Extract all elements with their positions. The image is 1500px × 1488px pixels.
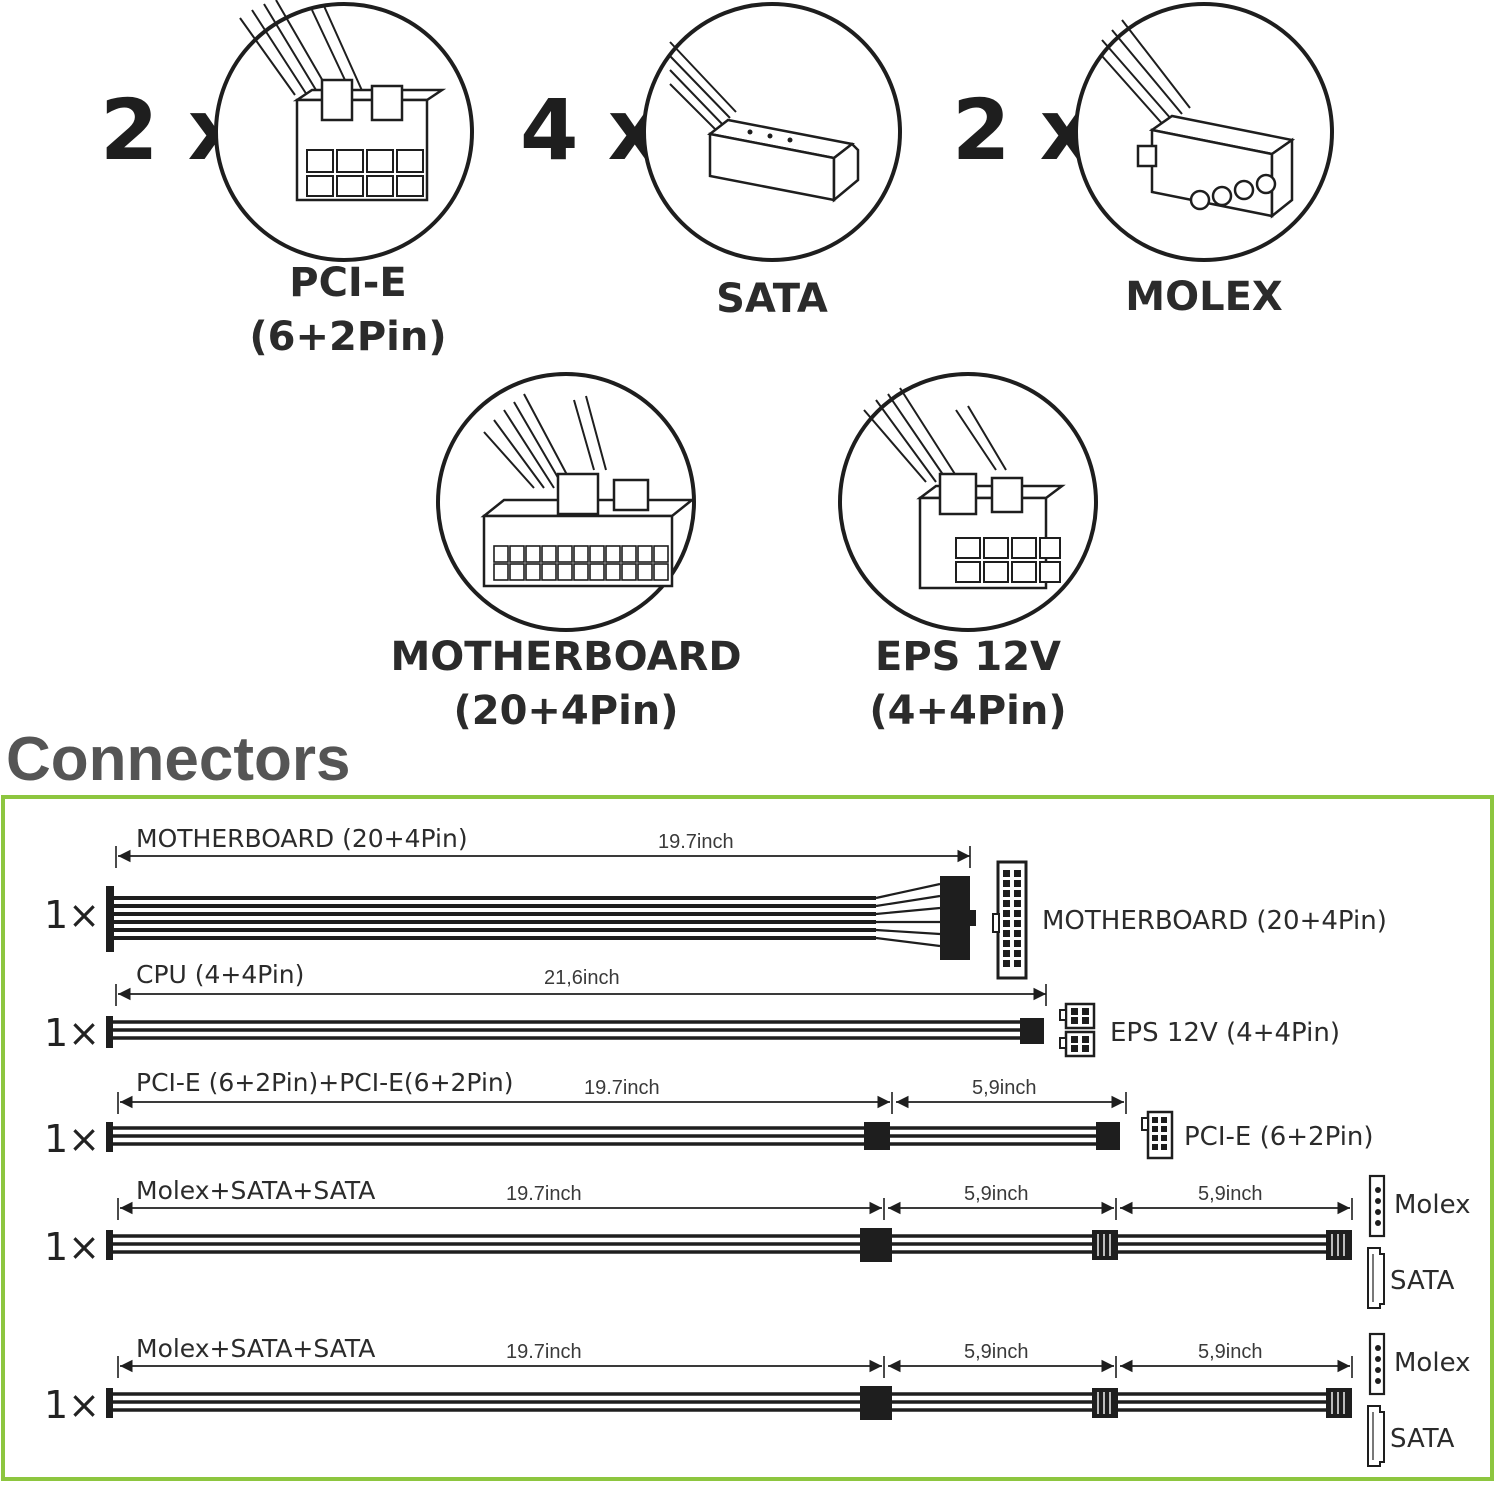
cable-length-molex-sata-1-c: 5,9inch <box>1198 1183 1263 1205</box>
end-label-motherboard: MOTHERBOARD (20+4Pin) <box>1042 906 1387 936</box>
pcie-connector-icon <box>214 0 474 262</box>
motherboard-label-line2: (20+4Pin) <box>453 688 679 734</box>
cable-qty-molex-sata-1: 1× <box>44 1225 101 1269</box>
molex-label: MOLEX <box>1104 270 1304 324</box>
cable-panel <box>1 795 1494 1481</box>
molex-plug-icon <box>1368 1174 1386 1238</box>
eps-label-line1: EPS 12V <box>875 634 1061 680</box>
cable-length-molex-sata-2-b: 5,9inch <box>964 1341 1029 1363</box>
cable-name-molex-sata-1: Molex+SATA+SATA <box>136 1176 376 1205</box>
cable-length-pcie-1: 19.7inch <box>584 1077 660 1099</box>
motherboard-label-line1: MOTHERBOARD <box>390 634 742 680</box>
end-label-pcie: PCI-E (6+2Pin) <box>1184 1122 1374 1152</box>
sata-label-line1: SATA <box>716 276 828 322</box>
sata-plug-icon <box>1367 1405 1385 1467</box>
cable-name-molex-sata-2: Molex+SATA+SATA <box>136 1334 376 1363</box>
sata-plug-icon <box>1367 1247 1385 1309</box>
sata-label: SATA <box>672 272 872 326</box>
cable-length-molex-sata-2-c: 5,9inch <box>1198 1341 1263 1363</box>
cable-molex-sata-2 <box>106 1356 1353 1420</box>
pcie-label-line1: PCI-E <box>289 260 407 306</box>
eps-label-line2: (4+4Pin) <box>869 688 1067 734</box>
pcie-label-line2: (6+2Pin) <box>249 314 447 360</box>
cable-cpu <box>106 984 1047 1048</box>
end-label-sata-1: SATA <box>1390 1266 1455 1296</box>
pcie-plug-icon <box>1141 1110 1174 1160</box>
cable-length-cpu: 21,6inch <box>544 967 620 989</box>
section-title: Connectors <box>6 725 351 794</box>
end-label-molex-2: Molex <box>1394 1348 1471 1378</box>
pcie-label: PCI-E (6+2Pin) <box>238 256 458 364</box>
motherboard-label: MOTHERBOARD (20+4Pin) <box>386 630 746 738</box>
end-label-cpu: EPS 12V (4+4Pin) <box>1110 1018 1340 1048</box>
cable-length-molex-sata-1-a: 19.7inch <box>506 1183 582 1205</box>
cable-motherboard <box>106 846 976 960</box>
cable-length-motherboard: 19.7inch <box>658 831 734 853</box>
cable-pcie <box>106 1092 1127 1152</box>
sata-connector-icon <box>642 2 902 262</box>
eps-connector-icon <box>838 372 1098 632</box>
cable-name-cpu: CPU (4+4Pin) <box>136 960 305 989</box>
molex-count: 2 x <box>952 81 1094 179</box>
cable-length-pcie-2: 5,9inch <box>972 1077 1037 1099</box>
end-label-sata-2: SATA <box>1390 1424 1455 1454</box>
cable-qty-molex-sata-2: 1× <box>44 1383 101 1427</box>
cable-molex-sata-1 <box>106 1198 1353 1262</box>
cable-length-molex-sata-1-b: 5,9inch <box>964 1183 1029 1205</box>
motherboard-connector-icon <box>436 372 696 632</box>
motherboard-plug-icon <box>992 860 1028 980</box>
eps-plug-icon <box>1059 1002 1096 1058</box>
cable-qty-cpu: 1× <box>44 1011 101 1055</box>
molex-connector-icon <box>1074 2 1334 262</box>
end-label-molex-1: Molex <box>1394 1190 1471 1220</box>
cable-name-pcie: PCI-E (6+2Pin)+PCI-E(6+2Pin) <box>136 1068 514 1097</box>
eps-label: EPS 12V (4+4Pin) <box>868 630 1068 738</box>
cable-qty-pcie: 1× <box>44 1117 101 1161</box>
molex-plug-icon <box>1368 1332 1386 1396</box>
cable-qty-motherboard: 1× <box>44 893 101 937</box>
molex-label-line1: MOLEX <box>1125 274 1283 320</box>
sata-count: 4 x <box>520 81 662 179</box>
cable-length-molex-sata-2-a: 19.7inch <box>506 1341 582 1363</box>
cable-name-motherboard: MOTHERBOARD (20+4Pin) <box>136 824 468 853</box>
